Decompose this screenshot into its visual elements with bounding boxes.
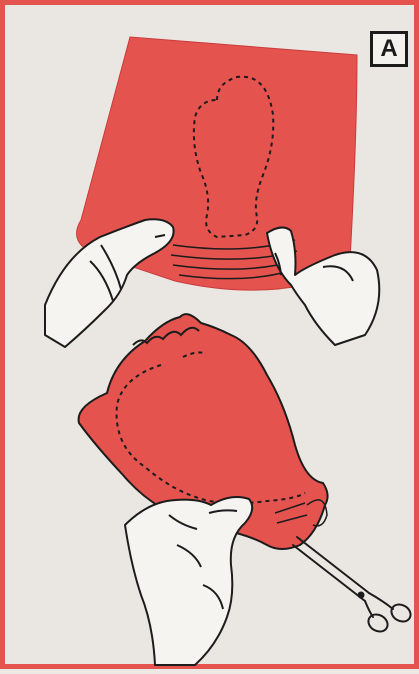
scissors-icon bbox=[293, 537, 414, 635]
panel-label: A bbox=[370, 31, 408, 67]
sewing-illustration bbox=[5, 5, 419, 674]
hand-icon bbox=[125, 497, 252, 665]
